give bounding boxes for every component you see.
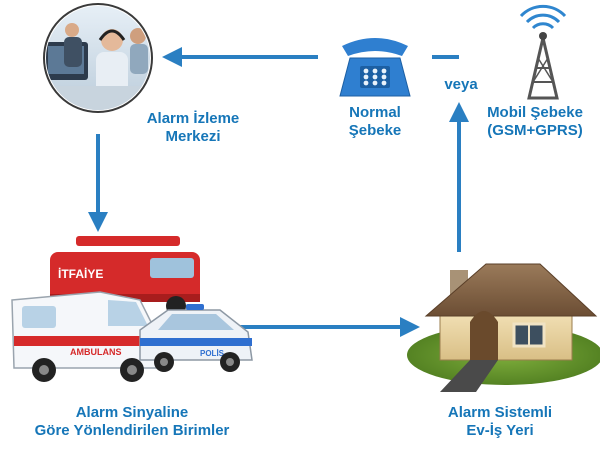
normal-network-label: Normal Şebeke bbox=[320, 104, 430, 140]
call-center-icon bbox=[43, 3, 153, 113]
monitoring-center-line1: Alarm İzleme bbox=[146, 110, 240, 127]
mobile-network-line2: (GSM+GPRS) bbox=[487, 122, 583, 139]
ambulance-label: AMBULANS bbox=[70, 347, 122, 357]
emergency-vehicles-icon: İTFAİYE AMBULANS POLİS bbox=[11, 236, 253, 382]
police-car: POLİS bbox=[139, 304, 253, 372]
mobile-network-line1: Mobil Şebeke bbox=[487, 104, 583, 121]
normal-network-line2: Şebeke bbox=[348, 122, 402, 139]
response-units-line1: Alarm Sinyaline bbox=[75, 404, 189, 421]
ambulance: AMBULANS bbox=[11, 291, 157, 382]
house-icon bbox=[407, 263, 600, 392]
mobile-network-label: Mobil Şebeke (GSM+GPRS) bbox=[470, 104, 600, 140]
police-label: POLİS bbox=[200, 349, 225, 358]
cell-tower-icon bbox=[519, 4, 567, 100]
alarm-site-line2: Ev-İş Yeri bbox=[466, 422, 534, 439]
telephone-icon bbox=[339, 38, 411, 97]
response-units-label: Alarm Sinyaline Göre Yönlendirilen Birim… bbox=[2, 404, 262, 440]
response-units-line2: Göre Yönlendirilen Birimler bbox=[34, 422, 230, 439]
fire-truck-label: İTFAİYE bbox=[58, 266, 103, 281]
or-label: veya bbox=[444, 76, 478, 93]
normal-network-line1: Normal bbox=[349, 104, 401, 121]
alarm-site-line1: Alarm Sistemli bbox=[447, 404, 553, 421]
monitoring-center-label: Alarm İzleme Merkezi bbox=[118, 110, 268, 146]
monitoring-center-line2: Merkezi bbox=[165, 128, 221, 145]
alarm-site-label: Alarm Sistemli Ev-İş Yeri bbox=[430, 404, 570, 440]
